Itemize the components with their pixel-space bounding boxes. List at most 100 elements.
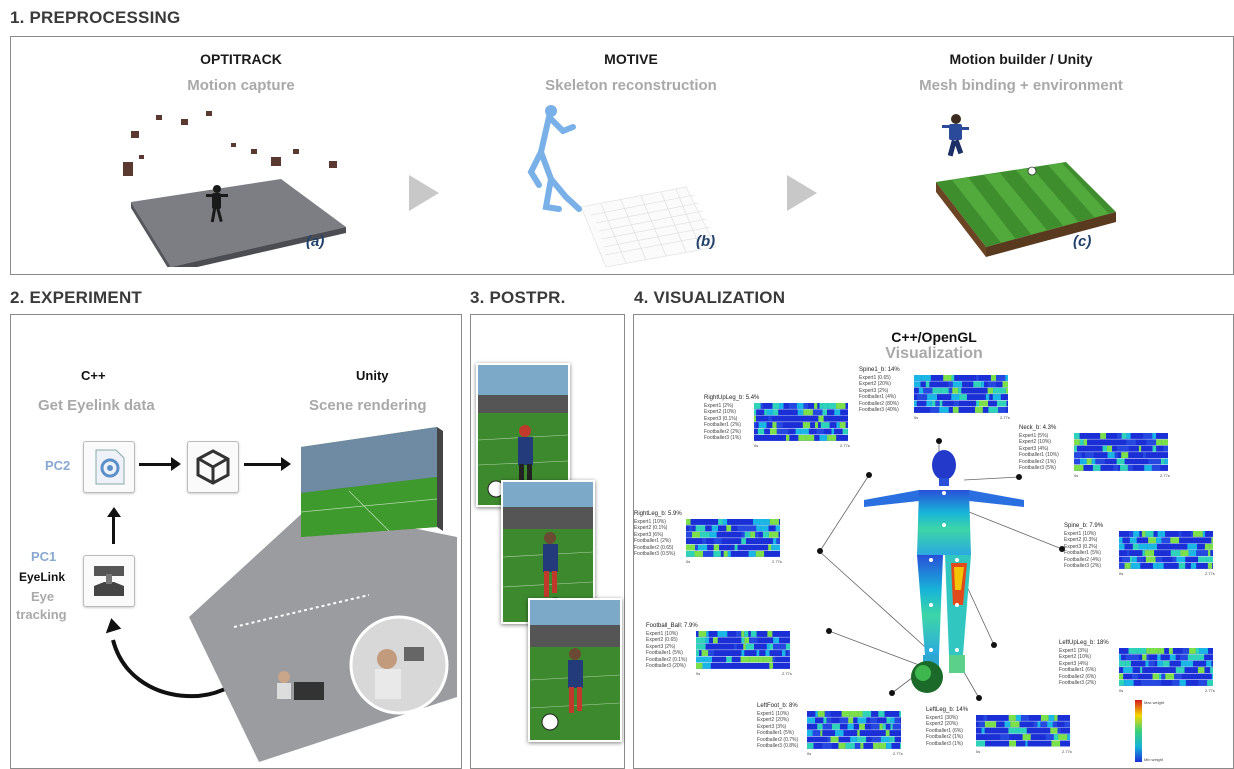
- pc2-label: PC2: [45, 458, 71, 473]
- heatmap-row-label: Expert2 (10%): [1059, 654, 1091, 661]
- heatmap-row-label: Expert2 (20%): [859, 381, 891, 388]
- section-title-visualization: 4. VISUALIZATION: [634, 288, 786, 307]
- heatmap-bars: [686, 519, 780, 557]
- heatmap-row-label: Footballer3 (0.8%): [757, 743, 799, 750]
- heatmap-panel: LeftUpLeg_b: 18% Expert1 (3%)Expert2 (10%…: [1059, 640, 1219, 694]
- section-title-preprocessing: 1. PREPROCESSING: [10, 8, 181, 27]
- stage-tag-c: (c): [1073, 233, 1092, 250]
- heatmap-panel: Neck_b: 4.3%Expert1 (5%)Expert2 (10%)Exp…: [1019, 425, 1174, 479]
- heatmap-row-label: Footballer2 (4%): [1064, 556, 1101, 563]
- heatmap-row-label: Expert2 (0.65): [646, 637, 678, 644]
- stage-tag-a: (a): [306, 233, 325, 250]
- stage-title-optitrack: OPTITRACK: [200, 51, 282, 67]
- heatmap-row-label: Expert1 (30%): [926, 715, 958, 721]
- eyelink-software-icon: [83, 441, 135, 493]
- heatmap-axis-end: 2.77s: [1160, 473, 1170, 479]
- arrow-right-icon: [787, 175, 817, 211]
- eyelink-label: EyeLink: [19, 570, 66, 584]
- section-title-postprocessing: 3. POSTPR.: [470, 288, 566, 307]
- heatmap-row-label: Expert2 (10%): [1019, 439, 1051, 446]
- tracking-label: tracking: [16, 607, 67, 622]
- colorbar-max-label: Max weight: [1144, 700, 1165, 705]
- experiment-room-illustration: [189, 427, 457, 762]
- heatmap-axis-end: 2.77s: [782, 671, 792, 677]
- heatmap-title: LeftFoot_b: 8%: [757, 703, 798, 709]
- heatmap-row-label: Footballer1 (4%): [859, 394, 896, 401]
- heatmap-row-label: Footballer2 (6%): [1059, 673, 1096, 680]
- stage-subtitle-mesh-binding: Mesh binding + environment: [919, 77, 1123, 94]
- heatmap-row-label: Expert3 (0.1%): [704, 415, 738, 422]
- eyelink-hardware-icon: [83, 555, 135, 607]
- heatmap-row-label: Footballer1 (2%): [634, 538, 671, 545]
- heatmap-row-label: Footballer1 (10%): [1019, 452, 1059, 459]
- stage-subtitle-motion-capture: Motion capture: [187, 77, 295, 94]
- heatmap-panel: RightLeg_b: 5.9%Expert1 (10%)Expert2 (0.…: [634, 511, 786, 565]
- stage-tag-b: (b): [696, 233, 716, 250]
- pc1-label: PC1: [31, 549, 57, 564]
- heatmap-title: Football_Ball: 7.9%: [646, 623, 698, 629]
- heatmap-title: RightLeg_b: 5.9%: [634, 511, 682, 517]
- heatmap-row-labels: Expert1 (10%)Expert2 (0.65)Expert3 (2%) F…: [646, 631, 687, 669]
- cpp-title: C++: [81, 368, 106, 383]
- visualization-panel: C++/OpenGL Visualization: [633, 314, 1234, 769]
- heatmap-row-label: Footballer3 (2%): [1059, 680, 1096, 687]
- heatmap-bars: [914, 375, 1008, 413]
- heatmap-axis-end: 2.77s: [840, 443, 850, 449]
- heatmap-row-label: Footballer2 (80%): [859, 400, 899, 407]
- heatmap-row-label: Expert3 (4%): [1059, 660, 1089, 667]
- heatmap-row-label: Footballer3 (20%): [646, 663, 686, 670]
- heatmap-axis-start: 0s: [1119, 688, 1124, 694]
- cpp-subtitle: Get Eyelink data: [38, 397, 155, 414]
- heatmap-row-labels: Expert1 (2%)Expert2 (10%)Expert3 (0.1%)F…: [704, 403, 741, 441]
- heatmap-panel: LeftFoot_b: 8% Expert1 (10%)Expert2 (20%)…: [757, 703, 907, 756]
- colorbar-legend: [1135, 700, 1142, 762]
- heatmap-row-label: Footballer3 (40%): [859, 407, 899, 414]
- heatmap-bars: [754, 403, 848, 441]
- heatmap-row-label: Footballer1 (2%): [704, 422, 741, 429]
- unity-title: Unity: [356, 368, 389, 383]
- eye-label: Eye: [31, 589, 55, 604]
- experiment-panel: C++ Get Eyelink data Unity Scene renderi…: [10, 314, 462, 769]
- heatmap-row-label: Expert1 (3%): [1059, 648, 1089, 654]
- heatmap-row-label: Footballer2 (0.1%): [646, 656, 688, 663]
- arrow-right-icon: [139, 463, 173, 466]
- colorbar-min-label: Min weight: [1144, 757, 1164, 762]
- heatmap-row-label: Expert3 (2%): [859, 387, 889, 394]
- heatmap-row-label: Expert2 (0.3%): [1064, 537, 1098, 544]
- heatmap-row-labels: Expert1 (3%)Expert2 (10%)Expert3 (4%) Foo…: [1059, 648, 1096, 686]
- heatmap-row-label: Footballer1 (6%): [926, 727, 963, 734]
- skeleton-reconstruction-illustration: [527, 105, 717, 267]
- heatmap-row-label: Expert3 (2%): [646, 643, 676, 650]
- heatmap-axis-end: 2.77s: [1062, 749, 1072, 754]
- heatmap-row-label: Footballer2 (0.65): [634, 544, 674, 551]
- heatmap-axis-start: 0s: [976, 749, 981, 754]
- motion-capture-illustration: [123, 111, 346, 267]
- heatmap-title: LeftLeg_b: 14%: [926, 707, 969, 713]
- heatmap-title: Spine1_b: 14%: [859, 367, 900, 373]
- heatmap-bars: [807, 711, 901, 749]
- heatmap-bars: [1119, 648, 1213, 686]
- heatmap-title: LeftUpLeg_b: 18%: [1059, 640, 1109, 646]
- heatmap-row-label: Footballer3 (5%): [1019, 465, 1056, 472]
- heatmap-axis-end: 2.77s: [772, 559, 782, 565]
- heatmap-row-labels: Expert1 (10%)Expert2 (20%)Expert3 (3%)Fo…: [757, 711, 798, 749]
- heatmap-row-labels: Expert1 (30%)Expert2 (20%)Footballer1 (6…: [926, 715, 963, 747]
- arrow-right-icon: [281, 457, 291, 471]
- heatmap-row-label: Expert1 (10%): [646, 631, 678, 637]
- unity-logo-icon: [187, 441, 239, 493]
- heatmap-row-label: Footballer3 (2%): [1064, 563, 1101, 570]
- heatmap-row-label: Expert2 (20%): [926, 721, 958, 728]
- human-body-heatmap-figure: [864, 450, 1024, 693]
- heatmap-bars: [1074, 433, 1168, 471]
- stage-title-motive: MOTIVE: [604, 51, 658, 67]
- heatmap-row-label: Expert2 (10%): [704, 409, 736, 416]
- heatmap-row-label: Footballer3 (1%): [926, 740, 963, 747]
- heatmap-axis-end: 2.77s: [1205, 688, 1215, 694]
- heatmap-axis-start: 0s: [686, 559, 691, 565]
- heatmap-panel: LeftLeg_b: 14% Expert1 (30%)Expert2 (20%)…: [926, 707, 1076, 757]
- heatmap-row-label: Footballer2 (1%): [926, 734, 963, 741]
- heatmap-axis-start: 0s: [696, 671, 701, 677]
- heatmap-title: RightUpLeg_b: 5.4%: [704, 395, 760, 401]
- heatmap-axis-start: 0s: [1074, 473, 1079, 479]
- arrow-right-icon: [171, 457, 181, 471]
